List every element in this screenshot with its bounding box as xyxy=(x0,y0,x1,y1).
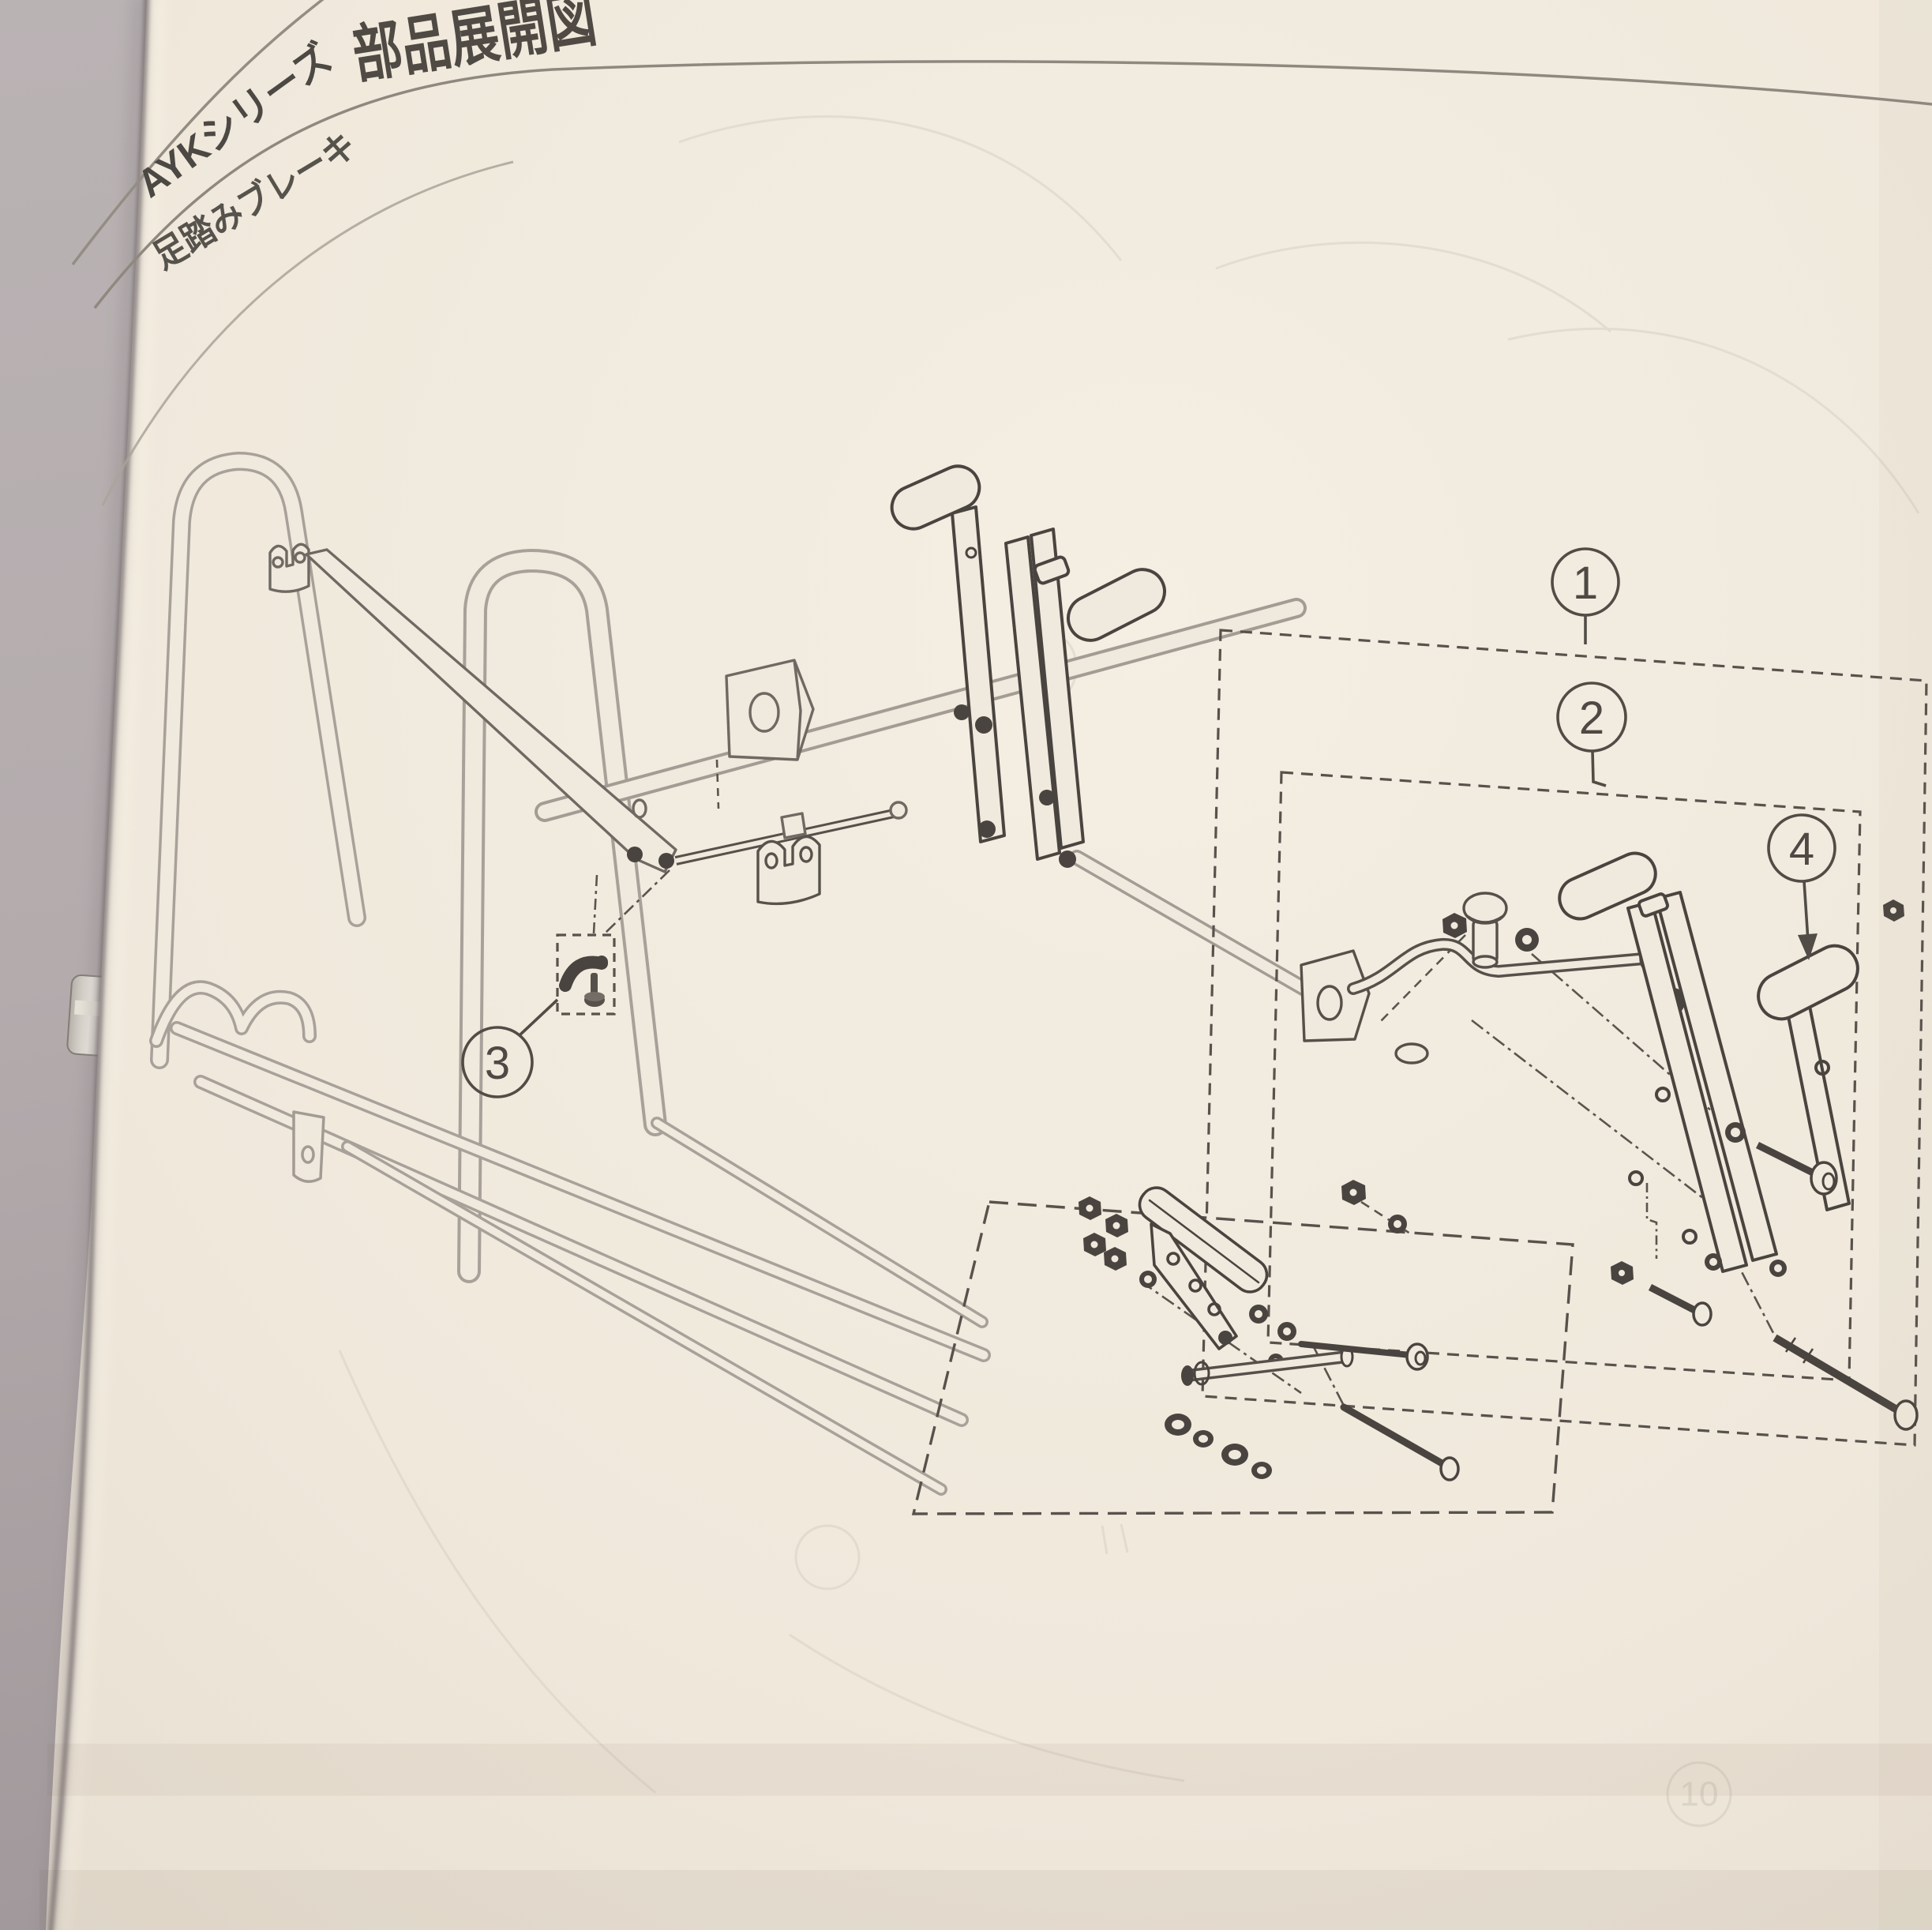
spring-clip-head xyxy=(595,956,608,968)
pedal-nut-cluster xyxy=(1079,1196,1157,1288)
frame-left-guard xyxy=(150,452,366,1069)
callout-4-label: 4 xyxy=(1789,824,1814,875)
frame-armrest-tube xyxy=(149,980,317,1048)
frame-front-loop xyxy=(457,549,667,1283)
lever-top-pin xyxy=(1638,892,1669,918)
hex-nut-lower-dark xyxy=(1611,1261,1634,1285)
washer-upper xyxy=(1515,928,1539,952)
brake-cross-tube xyxy=(535,598,1312,997)
lever-pivots xyxy=(954,704,1076,868)
lever-pin xyxy=(1033,555,1071,585)
header-arc-underline xyxy=(93,60,1932,310)
lever-holes xyxy=(1628,1060,1830,1245)
pedal-bolt xyxy=(1298,1341,1429,1371)
screw-part xyxy=(584,973,605,1007)
lever-arm-mid xyxy=(1004,535,1061,861)
lever-arm-left xyxy=(951,505,1006,843)
hex-bolt-top-far-right xyxy=(1883,899,1904,922)
rod-adjust-nut xyxy=(780,812,807,839)
brake-link-rod xyxy=(674,801,908,865)
part3-detail-box xyxy=(556,933,616,1016)
grip-left xyxy=(890,464,981,531)
dashed-region-1 xyxy=(1201,629,1928,1447)
ghost-callout-label: 10 xyxy=(1680,1775,1719,1814)
lever-arm-b xyxy=(1655,891,1778,1262)
callout-1-label: 1 xyxy=(1573,558,1598,609)
brake-crank-arm xyxy=(305,548,677,873)
rod-lug xyxy=(1394,1042,1429,1065)
pedal-assembly xyxy=(1079,1186,1460,1481)
pedal-bracket xyxy=(1150,1222,1238,1350)
callout-4-marker xyxy=(1767,813,1836,883)
hex-nut-upper xyxy=(1442,913,1467,938)
grip-upper-right xyxy=(1558,851,1657,921)
clamp-block-center xyxy=(725,659,815,761)
bolt-mid-right xyxy=(1755,1141,1838,1196)
frame-tab-plate xyxy=(292,1110,325,1183)
callout-3-label: 3 xyxy=(485,1038,510,1089)
pedal-axle-rod xyxy=(1181,1346,1354,1386)
frame-fittings xyxy=(268,543,908,906)
grip-right xyxy=(1067,568,1166,642)
lever-pivot-rings xyxy=(1705,1122,1787,1277)
dashed-region-pedal xyxy=(911,1200,1574,1515)
clevis-bracket-part xyxy=(756,835,821,906)
brake-rod-assembly xyxy=(1300,892,1685,1065)
pedal-pad xyxy=(1138,1186,1269,1294)
frame-line-art xyxy=(149,452,1312,1496)
brake-lever-assembled xyxy=(890,464,1166,868)
grip-lower-right xyxy=(1757,944,1859,1021)
clamp-block-part xyxy=(1300,949,1371,1042)
hex-bolt-upper-left xyxy=(1341,1180,1407,1233)
ghost-impressions: 10 xyxy=(338,115,1920,1827)
callout-4: 4 xyxy=(1767,813,1836,960)
lever-assembly-exploded xyxy=(1341,851,1919,1431)
callout-3-marker xyxy=(461,1026,534,1098)
pedal-bushings xyxy=(1165,1414,1272,1479)
release-knob xyxy=(1462,892,1508,969)
header-arc-top xyxy=(71,0,325,266)
callout-2-label: 2 xyxy=(1579,693,1604,744)
ghost-callout-10: 10 xyxy=(1666,1761,1732,1827)
callout-2: 2 xyxy=(1556,682,1627,787)
bolt-long-bottom-right xyxy=(1773,1334,1919,1431)
callouts: 1 2 3 4 xyxy=(461,547,1836,1098)
frame-platform-rails xyxy=(170,1021,991,1496)
page-fold-edge xyxy=(38,0,163,1930)
page-shading xyxy=(39,0,1932,1930)
callout-4-arrowhead xyxy=(1798,933,1818,960)
callout-1: 1 xyxy=(1551,547,1620,644)
callout-3: 3 xyxy=(461,998,559,1098)
pedal-pin-long xyxy=(1340,1403,1460,1481)
pin-lower xyxy=(1648,1284,1713,1327)
page-sheet xyxy=(46,0,1932,1930)
lever-arm-mid2 xyxy=(1030,528,1085,850)
guard-hinge-bracket xyxy=(268,543,310,593)
header-arc-lower xyxy=(101,160,514,506)
callout-2-marker xyxy=(1556,682,1627,753)
